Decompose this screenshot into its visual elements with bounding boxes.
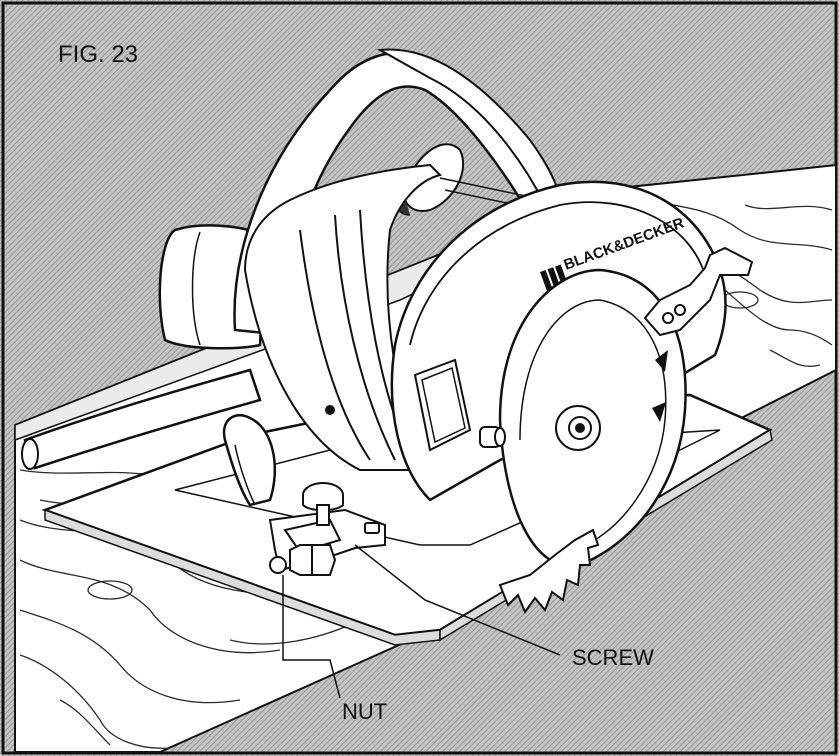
blade-teeth [498,528,600,615]
guard-window [413,358,472,452]
lock-nut [269,544,337,576]
figure-label: FIG. 23 [58,41,138,68]
power-cord [21,368,262,470]
depth-knob [479,426,506,448]
leader-lines [282,544,561,699]
guard-lever [643,246,754,337]
nut-leader [282,575,341,699]
nut-callout: NUT [342,699,387,724]
wing-screw [302,482,344,526]
screw-leader [354,544,561,656]
front-knob [222,414,277,507]
saw-blade [498,268,687,615]
screw-callout: SCREW [572,645,654,670]
